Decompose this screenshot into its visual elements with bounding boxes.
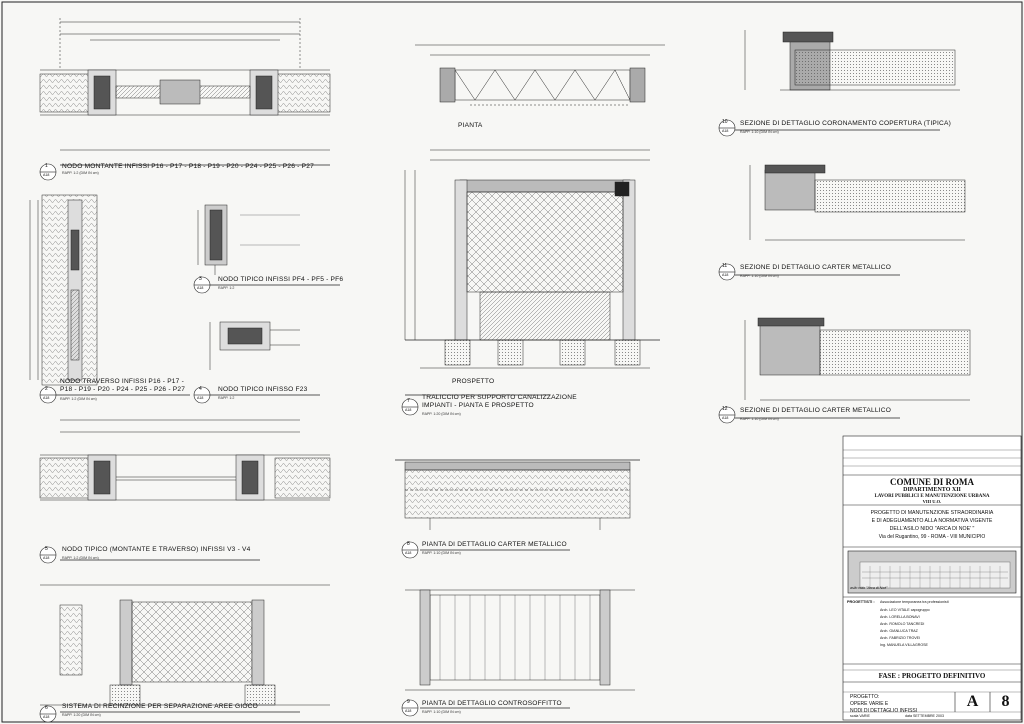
scale-text: scala VARIE [850, 714, 870, 718]
phase: FASE : PROGETTO DEFINITIVO [878, 672, 986, 680]
detail-9-title: PIANTA DI DETTAGLIO CONTROSOFFITTO [422, 700, 562, 707]
designer-6: Ing. MANUELA VILLAGROSE [880, 643, 928, 647]
ref-sheet-1: A18 [43, 173, 50, 177]
category-letter: A [966, 693, 979, 710]
designers-label: PROGETTISTI : [847, 600, 875, 604]
ref-number-11: 11 [722, 263, 728, 269]
detail-3-drawing [197, 204, 340, 286]
unit: VIII U.O. [922, 499, 942, 504]
detail-4-drawing [209, 321, 320, 396]
detail-3-title: NODO TIPICO INFISSI PF4 - PF5 - PF6 [218, 276, 344, 283]
department: DIPARTIMENTO XII [903, 487, 961, 493]
ref-sheet-8: A18 [405, 551, 412, 555]
detail-12-scale: RAPP. 1:10 (DIM IN cm) [740, 417, 779, 421]
designer-5: Arch. FABRIZIO TROVEI [880, 636, 921, 640]
project-line-3: DELL'ASILO NIDO "ARCA DI NOE' " [889, 526, 975, 532]
project-line-2: E DI ADEGUAMENTO ALLA NORMATIVA VIGENTE [871, 518, 993, 524]
project-line-4: Via del Rugantino, 99 - ROMA - VIII MUNI… [878, 534, 986, 540]
detail-10-title: SEZIONE DI DETTAGLIO CORONAMENTO COPERTU… [740, 120, 951, 127]
detail-5-scale: RAPP. 1:2 (DIM IN cm) [62, 556, 99, 560]
detail-7-elevation-drawing [404, 149, 660, 396]
detail-2-scale: RAPP. 1:2 (DIM IN cm) [60, 397, 97, 401]
detail-9-drawing [405, 589, 635, 709]
designer-4: Arch. GIANLUCA TRAZ [880, 629, 918, 633]
ref-sheet-10: A18 [722, 129, 729, 133]
ref-number-9: 9 [407, 699, 410, 705]
detail-11-scale: RAPP. 1:10 (DIM IN cm) [740, 274, 779, 278]
detail-6-drawing [40, 584, 330, 713]
ref-number-2: 2 [45, 386, 48, 392]
city-name: COMUNE DI ROMA [890, 477, 974, 487]
ref-sheet-9: A18 [405, 709, 412, 713]
subject-line-1: OPERE VARIE E [850, 701, 889, 707]
ref-number-10: 10 [722, 119, 728, 125]
elevation-label: PROSPETTO [452, 378, 495, 385]
photo-caption: asilo nido "Arca di Noè" [850, 586, 888, 590]
title-block-frame [842, 435, 1022, 721]
detail-7-title-line1: TRALICCIO PER SUPPORTO CANALIZZAZIONE [422, 394, 577, 401]
detail-8-title: PIANTA DI DETTAGLIO CARTER METALLICO [422, 541, 567, 548]
plan-label: PIANTA [458, 122, 483, 129]
ref-number-7: 7 [407, 398, 410, 404]
project-line-1: PROGETTO DI MANUTENZIONE STRAORDINARIA [870, 510, 994, 516]
detail-6-scale: RAPP. 1:20 (DIM IN cm) [62, 713, 101, 717]
ref-sheet-6: A18 [43, 715, 50, 719]
designer-1: Arch. LEO VITALE capogruppo [880, 608, 930, 612]
detail-1-title: NODO MONTANTE INFISSI P16 - P17 - P18 - … [62, 163, 314, 170]
detail-4-title: NODO TIPICO INFISSO F23 [218, 386, 308, 393]
designer-3: Arch. ROMOLO TANCREDI [880, 622, 925, 626]
detail-2-title-line1: NODO TRAVERSO INFISSI P16 - P17 - [60, 378, 184, 385]
ref-number-8: 8 [407, 541, 410, 547]
ref-number-12: 12 [722, 406, 728, 412]
detail-3-scale: RAPP. 1:2 [218, 286, 235, 290]
office: LAVORI PUBBLICI E MANUTENZIONE URBANA [874, 494, 990, 499]
ref-sheet-12: A18 [722, 416, 729, 420]
subject-line-2: NODI DI DETTAGLIO INFISSI [850, 708, 918, 714]
ref-number-4: 4 [199, 386, 202, 392]
designer-0: Associazione temporanea tra professionis… [880, 600, 949, 604]
detail-4-scale: RAPP. 1:2 [218, 396, 235, 400]
detail-reference-circles [39, 119, 736, 723]
detail-5-title: NODO TIPICO (MONTANTE E TRAVERSO) INFISS… [62, 546, 251, 553]
ref-sheet-3: A18 [197, 286, 204, 290]
detail-5-drawing [39, 419, 331, 561]
detail-2-drawing [29, 194, 190, 396]
ref-sheet-5: A18 [43, 556, 50, 560]
detail-9-scale: RAPP. 1:10 (DIM IN cm) [422, 710, 461, 714]
detail-10-scale: RAPP. 1:10 (DIM IN cm) [740, 130, 779, 134]
detail-11-title: SEZIONE DI DETTAGLIO CARTER METALLICO [740, 264, 892, 271]
detail-11-drawing [735, 164, 966, 276]
detail-6-title: SISTEMA DI RECINZIONE PER SEPARAZIONE AR… [62, 703, 258, 710]
detail-8-scale: RAPP. 1:10 (DIM IN cm) [422, 551, 461, 555]
detail-7-plan-drawing [415, 44, 665, 106]
ref-number-5: 5 [45, 546, 48, 552]
ref-sheet-7: A18 [405, 408, 412, 412]
ref-sheet-11: A18 [722, 273, 729, 277]
detail-2-title-line2: P18 - P19 - P20 - P24 - P25 - P26 - P27 [60, 386, 186, 393]
detail-12-title: SEZIONE DI DETTAGLIO CARTER METALLICO [740, 407, 892, 414]
designer-2: Arch. LORELLA BONAVI [880, 615, 920, 619]
ref-number-6: 6 [45, 705, 48, 711]
detail-1-drawing [39, 18, 331, 166]
ref-number-1: 1 [45, 163, 48, 169]
sheet-number: 8 [1001, 693, 1010, 710]
detail-12-drawing [735, 317, 971, 419]
ref-sheet-4: A18 [197, 396, 204, 400]
date-text: data SETTEMBRE 2003 [905, 714, 944, 718]
detail-7-title-line2: IMPIANTI - PIANTA E PROSPETTO [422, 402, 534, 409]
detail-10-drawing [735, 30, 960, 131]
ref-sheet-2: A18 [43, 396, 50, 400]
subject-label: PROGETTO: [850, 694, 880, 700]
detail-7-scale: RAPP. 1:20 (DIM IN cm) [422, 412, 461, 416]
ref-number-3: 3 [199, 276, 202, 282]
detail-1-scale: RAPP. 1:2 (DIM IN cm) [62, 171, 99, 175]
detail-8-drawing [395, 459, 640, 551]
